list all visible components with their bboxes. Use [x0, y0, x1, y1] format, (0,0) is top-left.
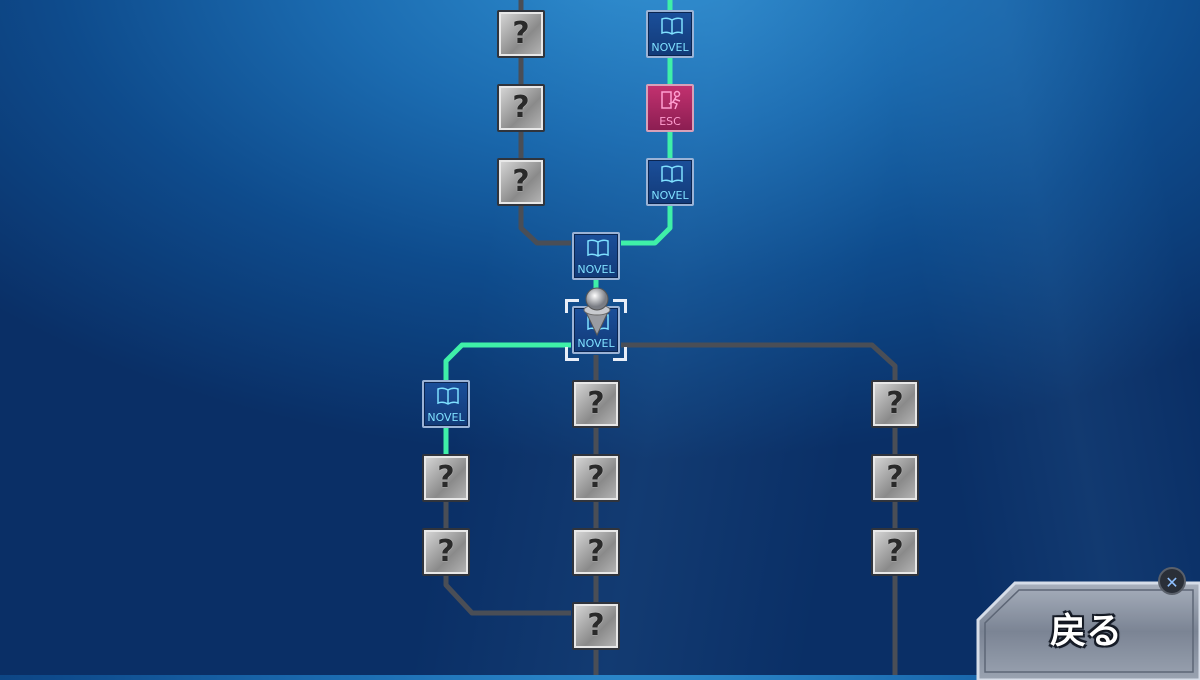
- unknown-node[interactable]: ?: [572, 602, 620, 650]
- question-mark-icon: ?: [587, 386, 605, 421]
- node-label: ESC: [659, 115, 681, 128]
- node-label: NOVEL: [427, 411, 465, 424]
- unknown-node[interactable]: ?: [572, 380, 620, 428]
- node-label: NOVEL: [651, 41, 689, 54]
- question-mark-icon: ?: [437, 534, 455, 569]
- book-icon: [660, 16, 684, 40]
- question-mark-icon: ?: [587, 460, 605, 495]
- unknown-node[interactable]: ?: [422, 454, 470, 502]
- unknown-node[interactable]: ?: [422, 528, 470, 576]
- node-label: NOVEL: [651, 189, 689, 202]
- back-button[interactable]: 戻る: [975, 580, 1200, 680]
- unknown-node[interactable]: ?: [497, 10, 545, 58]
- line-to-right-branch: [621, 342, 898, 675]
- question-mark-icon: ?: [512, 164, 530, 199]
- unknown-node[interactable]: ?: [572, 454, 620, 502]
- unknown-node[interactable]: ?: [497, 158, 545, 206]
- book-icon: [436, 386, 460, 410]
- novel-node[interactable]: NOVEL: [646, 10, 694, 58]
- book-icon: [586, 238, 610, 262]
- question-mark-icon: ?: [512, 90, 530, 125]
- unknown-node[interactable]: ?: [572, 528, 620, 576]
- node-label: NOVEL: [577, 263, 615, 276]
- book-icon: [660, 164, 684, 188]
- close-key-hint-icon[interactable]: ✕: [1158, 567, 1186, 595]
- back-button-label: 戻る: [1050, 611, 1123, 652]
- line-left-merge: [443, 454, 571, 616]
- question-mark-icon: ?: [886, 534, 904, 569]
- question-mark-icon: ?: [512, 16, 530, 51]
- node-label: NOVEL: [577, 337, 615, 350]
- unknown-node[interactable]: ?: [871, 528, 919, 576]
- line-left-top: [518, 0, 571, 246]
- novel-node[interactable]: NOVEL: [572, 232, 620, 280]
- esc-node[interactable]: ESC: [646, 84, 694, 132]
- line-to-left-branch: [443, 342, 571, 380]
- question-mark-icon: ?: [886, 386, 904, 421]
- question-mark-icon: ?: [437, 460, 455, 495]
- unknown-node[interactable]: ?: [871, 454, 919, 502]
- unknown-node[interactable]: ?: [871, 380, 919, 428]
- question-mark-icon: ?: [587, 608, 605, 643]
- novel-node[interactable]: NOVEL: [422, 380, 470, 428]
- current-position-pin-icon: [583, 287, 611, 336]
- question-mark-icon: ?: [886, 460, 904, 495]
- novel-node[interactable]: NOVEL: [646, 158, 694, 206]
- unknown-node[interactable]: ?: [497, 84, 545, 132]
- question-mark-icon: ?: [587, 534, 605, 569]
- escape-runner-icon: [660, 90, 684, 114]
